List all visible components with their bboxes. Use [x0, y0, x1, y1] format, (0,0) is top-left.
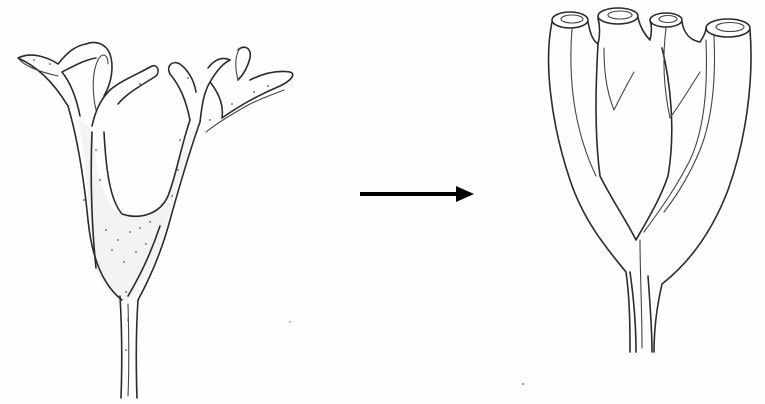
tube-3-right-edge	[682, 22, 706, 42]
right-stalk-left	[630, 272, 636, 352]
left-arm-4-outer	[210, 71, 293, 118]
left-stalk-inner-line	[128, 304, 129, 396]
left-arm-2-inner	[92, 66, 158, 126]
left-body-shading	[78, 118, 196, 302]
right-outer-left	[549, 22, 630, 352]
left-branched-sketch	[18, 42, 293, 398]
left-arm-3-stem	[200, 60, 230, 122]
tube-3-inner	[664, 28, 700, 118]
tube-1-inner	[571, 28, 596, 176]
tube-4-top-inner	[716, 23, 744, 32]
left-stalk-left-edge	[120, 296, 122, 398]
right-stalk-right	[648, 276, 652, 352]
tube-2-top-inner	[608, 11, 632, 19]
left-arm-1-inner	[62, 58, 96, 116]
left-arm-4-inner-stem	[236, 48, 240, 80]
tube-1-top-inner	[561, 15, 583, 23]
right-scatter-dot	[522, 383, 524, 385]
right-branched-sketch	[289, 8, 751, 385]
left-arm-4-lower	[206, 90, 284, 132]
left-stipple	[33, 59, 269, 351]
tube-1-right-edge	[588, 18, 600, 44]
right-stalk-center	[640, 240, 642, 348]
left-arm-2-outer	[86, 42, 112, 96]
left-arm-4-upper	[238, 47, 250, 80]
mid-scatter-dot	[289, 321, 290, 322]
right-arrow	[360, 186, 474, 202]
tube-2-inner	[604, 48, 634, 110]
tube-3-top-inner	[659, 16, 677, 23]
left-stalk-right-edge	[136, 300, 138, 398]
left-hollow	[104, 120, 190, 216]
right-half-inner	[644, 40, 706, 232]
central-v	[596, 44, 672, 240]
left-arm-3-outer	[169, 63, 196, 120]
left-arm-3-top	[208, 58, 230, 68]
